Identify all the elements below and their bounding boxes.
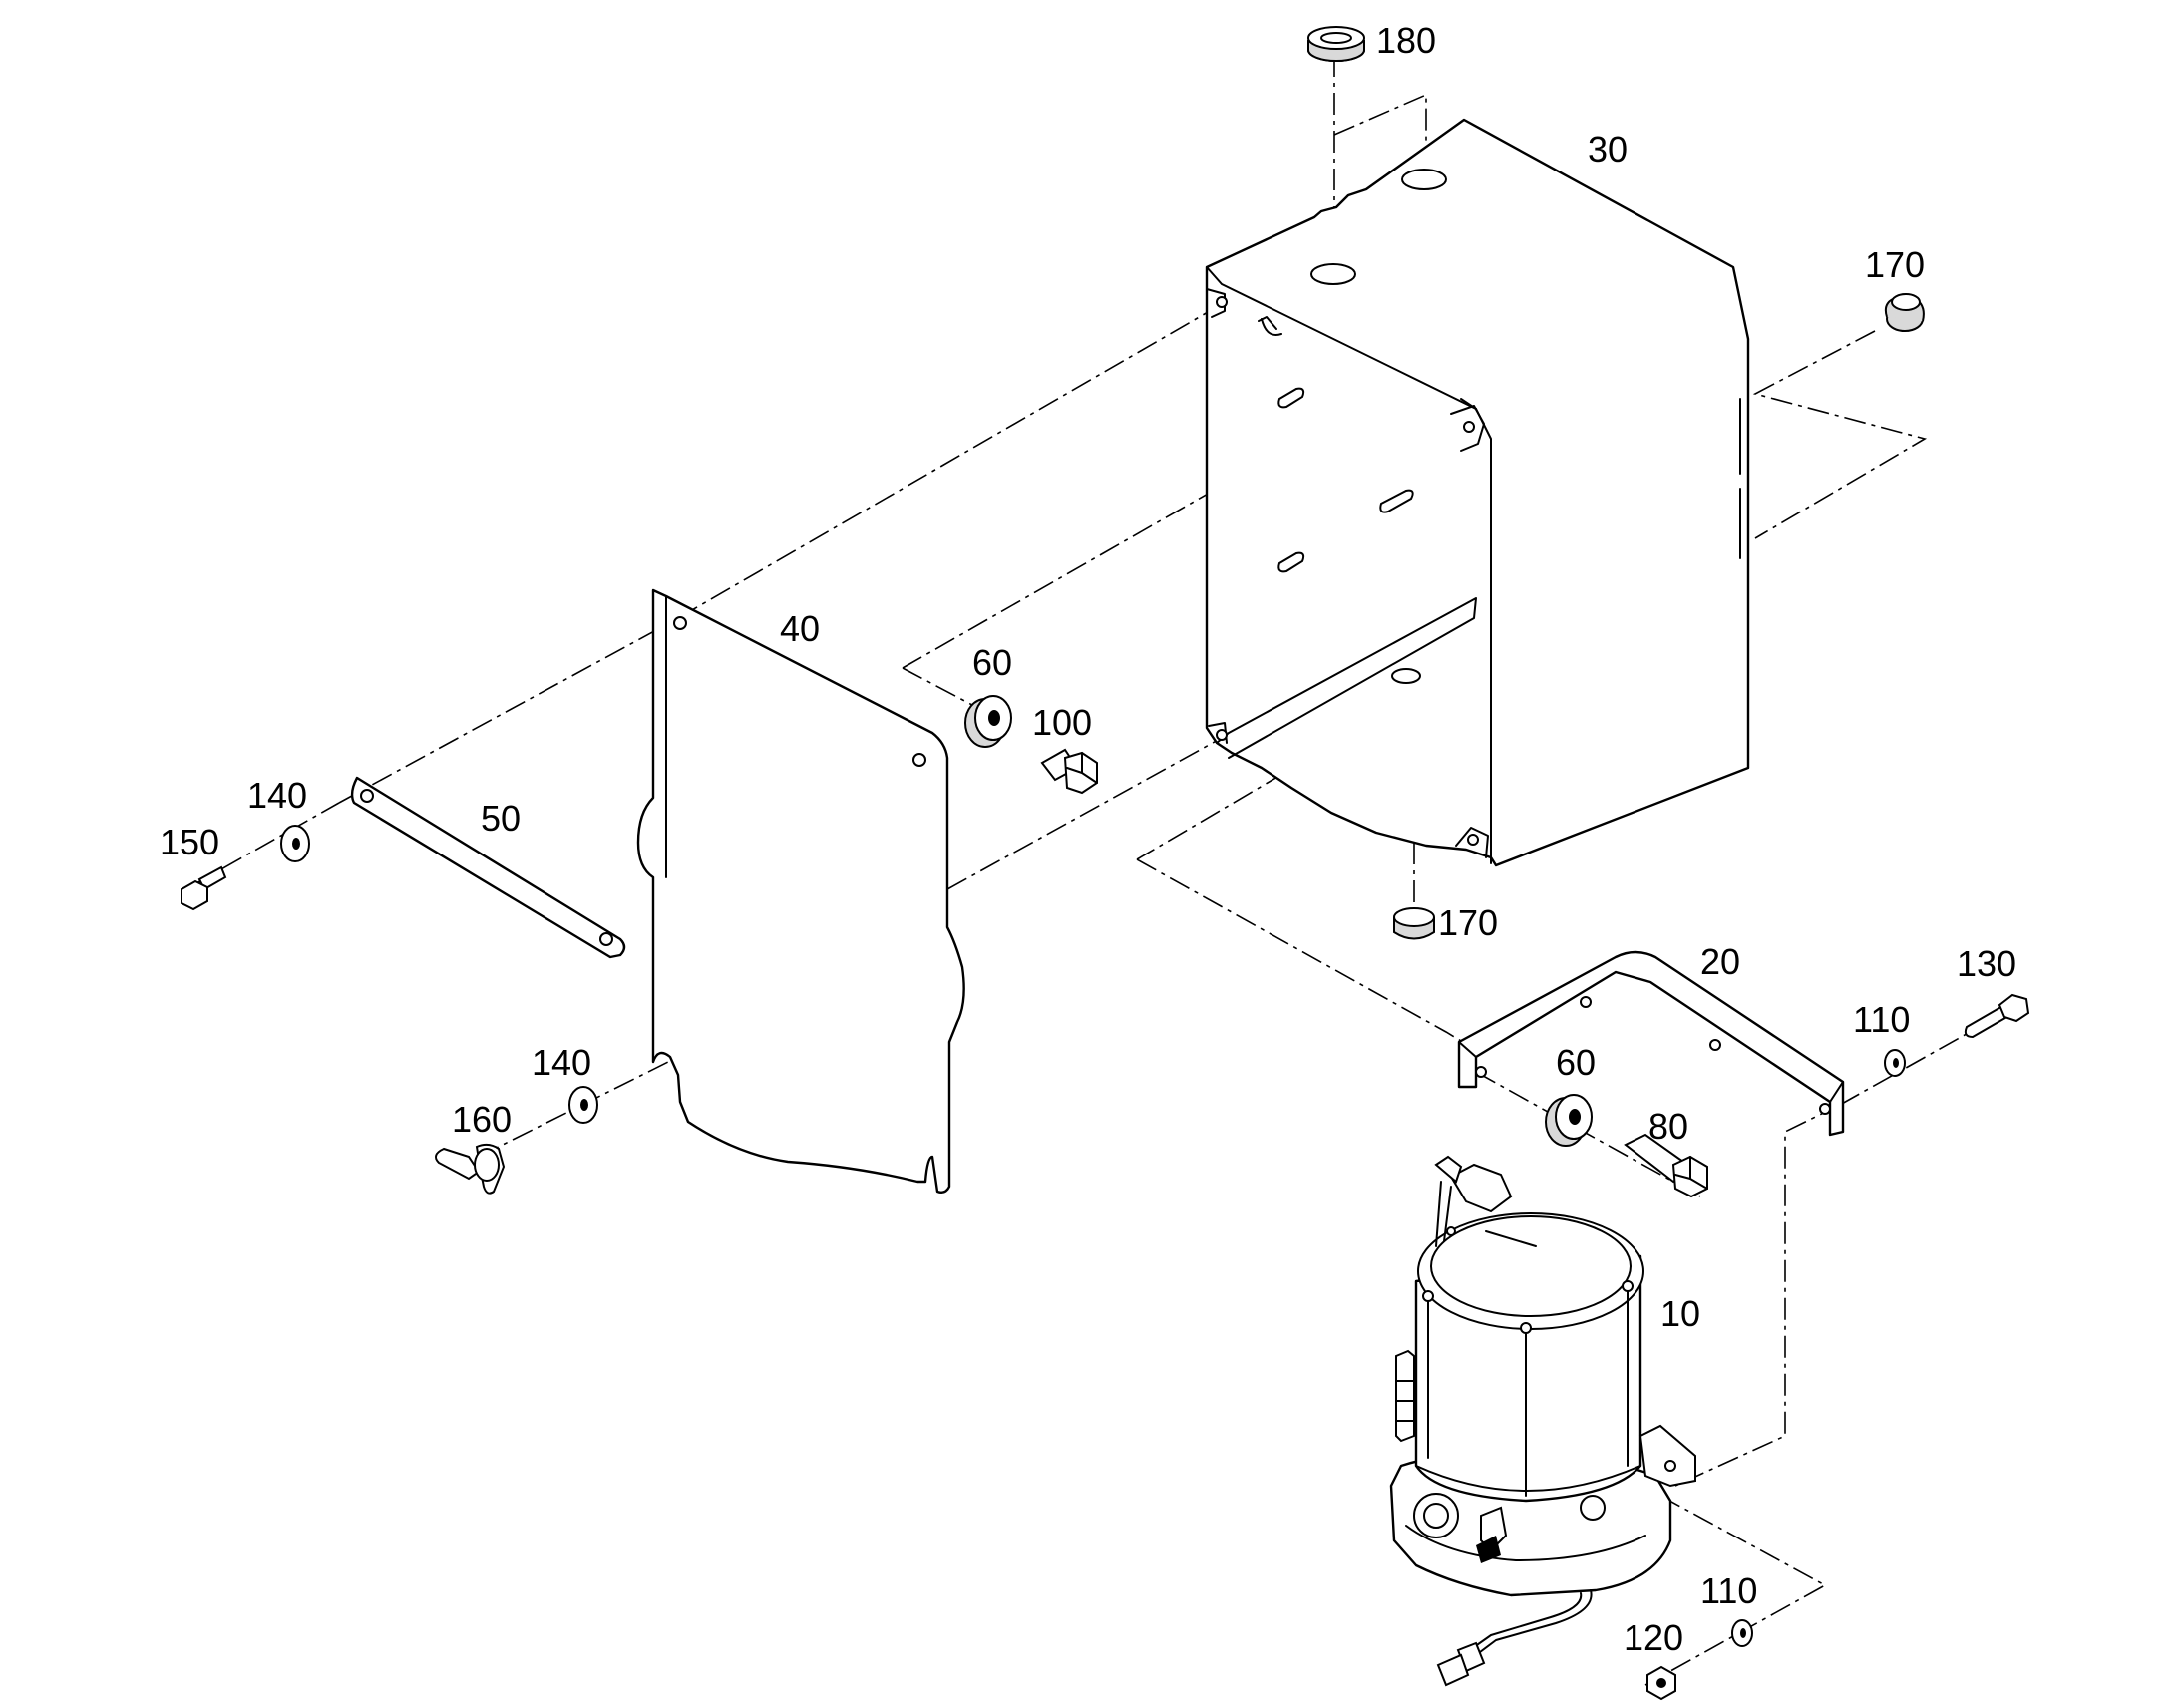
label-110-lower: 110 bbox=[1700, 1570, 1757, 1611]
label-60-lower: 60 bbox=[1556, 1042, 1596, 1083]
part-30-tank-housing bbox=[1205, 118, 1750, 867]
label-160: 160 bbox=[452, 1099, 512, 1140]
part-140-washer-lower bbox=[568, 1086, 598, 1124]
label-180: 180 bbox=[1376, 20, 1436, 61]
label-50: 50 bbox=[481, 798, 521, 839]
part-labels: 180 30 170 40 60 100 140 50 150 170 20 1… bbox=[160, 20, 2016, 1658]
part-130-bolt bbox=[1964, 993, 2030, 1039]
part-10-motor-pump bbox=[1389, 1155, 1696, 1687]
part-150-screw bbox=[181, 865, 227, 911]
part-110-washer-lower bbox=[1731, 1619, 1753, 1647]
label-150: 150 bbox=[160, 822, 219, 862]
part-80-bolt bbox=[1624, 1133, 1708, 1198]
part-140-washer-upper bbox=[280, 825, 310, 862]
label-130: 130 bbox=[1957, 943, 2016, 984]
label-40: 40 bbox=[780, 608, 820, 649]
part-180-cap bbox=[1307, 26, 1365, 62]
label-100: 100 bbox=[1032, 702, 1092, 743]
part-160-wing-nut bbox=[434, 1143, 506, 1195]
part-170-plug-bottom bbox=[1393, 907, 1435, 940]
label-10: 10 bbox=[1660, 1293, 1700, 1334]
label-60-upper: 60 bbox=[972, 642, 1012, 683]
label-20: 20 bbox=[1700, 941, 1740, 982]
part-120-nut bbox=[1646, 1665, 1676, 1701]
label-80: 80 bbox=[1648, 1106, 1688, 1147]
part-100-bolt bbox=[1040, 748, 1098, 795]
label-30: 30 bbox=[1588, 129, 1628, 170]
part-60-washer-upper bbox=[964, 695, 1012, 748]
part-40-cover-panel bbox=[636, 588, 965, 1195]
part-60-washer-lower bbox=[1545, 1094, 1593, 1147]
part-110-washer-upper bbox=[1884, 1049, 1906, 1077]
label-110-upper: 110 bbox=[1853, 999, 1910, 1040]
label-140-upper: 140 bbox=[247, 775, 307, 816]
part-50-strap bbox=[350, 776, 626, 959]
label-140-lower: 140 bbox=[532, 1042, 591, 1083]
label-170-bottom: 170 bbox=[1438, 902, 1498, 943]
label-170-top: 170 bbox=[1865, 244, 1925, 285]
label-120: 120 bbox=[1624, 1617, 1683, 1658]
part-20-bracket bbox=[1457, 950, 1845, 1137]
part-170-plug-top bbox=[1884, 293, 1925, 332]
